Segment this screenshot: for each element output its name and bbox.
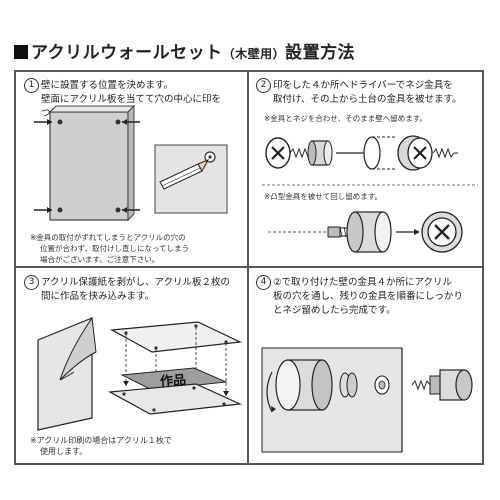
step3-notes: ※アクリル印刷の場合はアクリル１枚で 使用します。 [30,436,172,456]
wall-bolt-icon [411,369,473,401]
step1-number: 1 [24,78,39,93]
horizontal-divider [14,266,484,268]
acrylic-plate-top [109,321,243,353]
page-title: アクリルウォールセット（木壁用）設置方法 [14,38,355,63]
finished-cap-icon [421,211,463,253]
step4-number: 4 [256,275,271,290]
peeling-film-icon [37,316,97,431]
arrow-head-icon [122,119,127,125]
assembled-screw-icon [397,135,458,171]
screw-thread-icon [289,147,312,159]
board-side-edge [127,104,135,222]
step2-note-b: ※凸型金具を被せて回し留めます。 [264,192,383,201]
step1-notes: ※金具の取付がずれてしまうとアクリルの穴の 位置が合わず、取付けし直しになってし… [30,233,190,264]
round-cap-icon [346,211,392,253]
pencil-icon [159,159,210,190]
step3-number: 3 [24,275,39,290]
artwork-sheet [120,367,228,391]
cap-outline-icon [363,136,395,170]
hole-mark [57,207,63,213]
rotate-arrow-icon [266,371,273,413]
step2-note-a: ※金具とネジを合わせ、そのまま壁へ留めます。 [264,114,428,123]
screw-head-icon [265,137,291,169]
arrow-head-icon [47,207,52,213]
title-square-icon [14,45,28,59]
wall-fitting-icon [307,140,333,166]
hole-mark [115,119,121,125]
alignment-lines [125,327,227,402]
arrow-head-icon [122,207,127,213]
hole-mark [115,207,121,213]
hole-mark [57,119,63,125]
arrow-head-icon [47,119,52,125]
spacer-icon [374,375,390,395]
acrylic-plate-bottom [107,383,243,415]
step2-number: 2 [256,78,271,93]
washer-icon [339,372,358,398]
front-cap-icon [275,359,333,411]
